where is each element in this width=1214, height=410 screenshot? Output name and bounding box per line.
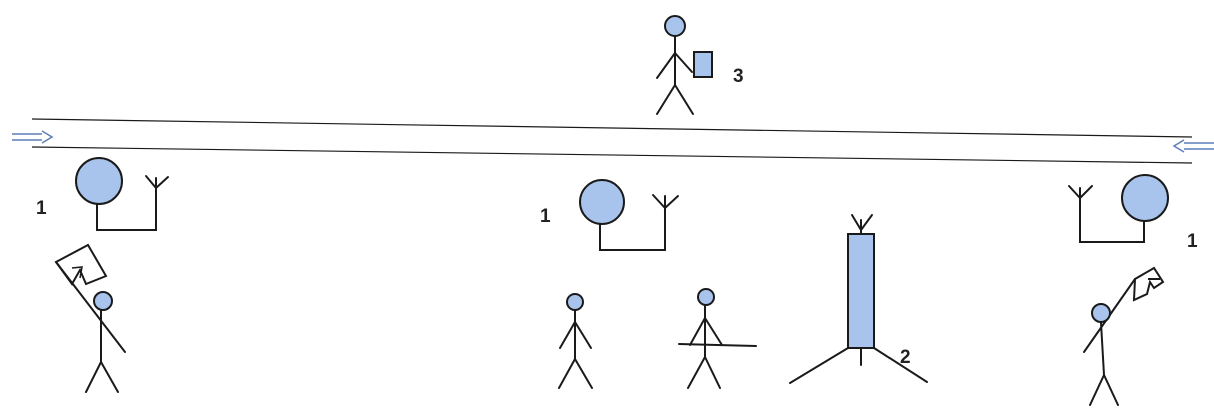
unit-center (580, 180, 678, 250)
tower-body (848, 234, 874, 348)
unit-center-dish (580, 180, 624, 224)
label-2: 2 (900, 347, 911, 368)
unit-left-dish (76, 158, 122, 204)
unit-right-dish (1122, 175, 1168, 221)
label-1-center: 1 (540, 206, 551, 227)
person-head (1092, 304, 1110, 322)
person-head (698, 289, 714, 305)
unit-right (1069, 175, 1168, 242)
label-3: 3 (733, 66, 744, 87)
label-1-right: 1 (1187, 231, 1198, 252)
person-with-flag-left (56, 245, 125, 392)
track-bottom-line (32, 147, 1192, 163)
sign-board (694, 52, 712, 77)
track-top-line (32, 119, 1192, 137)
person-with-flag-right (1084, 268, 1163, 405)
antenna-icon (1069, 186, 1092, 202)
person-standing (559, 294, 592, 388)
track (32, 119, 1192, 163)
label-1-left: 1 (36, 198, 47, 219)
flag-icon (56, 245, 106, 284)
arrow-right-icon (12, 131, 52, 143)
unit-left (76, 158, 168, 230)
antenna-icon (146, 176, 168, 191)
person-head (665, 16, 685, 36)
person-with-pole (679, 289, 756, 388)
antenna-icon (852, 215, 872, 234)
person-head (567, 294, 583, 310)
antenna-icon (653, 195, 678, 211)
person-with-sign (657, 16, 712, 114)
arrow-left-icon (1174, 140, 1214, 152)
flag-icon (1134, 268, 1163, 300)
person-head (94, 292, 112, 310)
